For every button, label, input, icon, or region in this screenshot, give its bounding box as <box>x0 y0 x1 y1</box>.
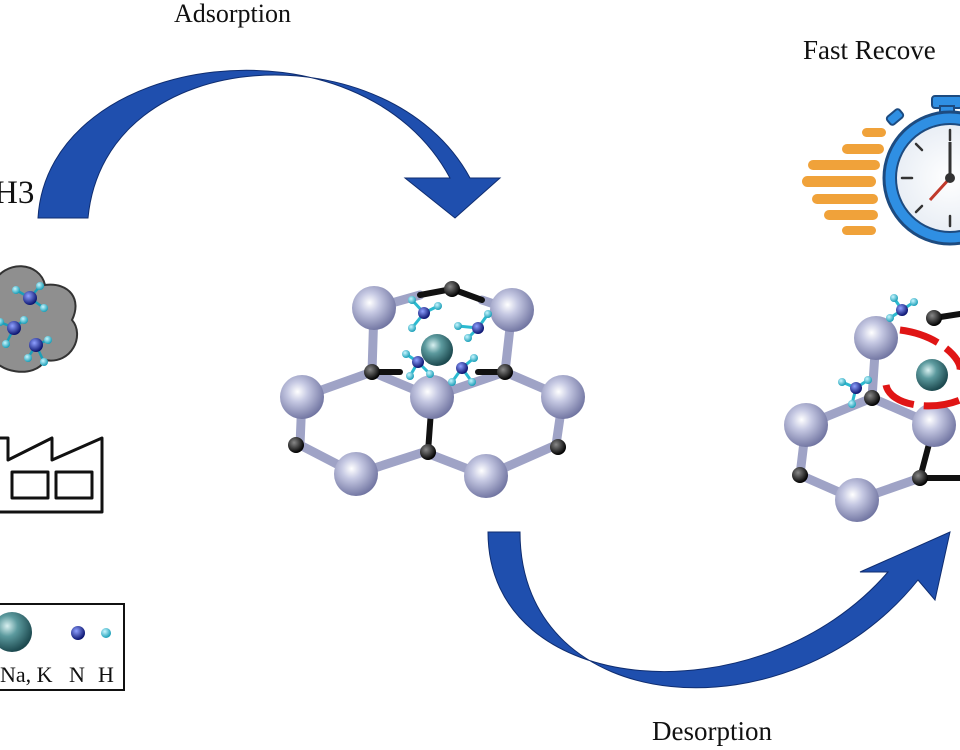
fast-recovery-label: Fast Recove <box>803 35 936 65</box>
legend-n-swatch <box>71 626 85 640</box>
right-structure <box>784 294 960 522</box>
adsorption-label: Adsorption <box>174 0 291 28</box>
gas-label: H3 <box>0 175 35 211</box>
factory-icon <box>0 436 104 514</box>
adsorption-arrow <box>37 69 502 219</box>
legend-metal-swatch <box>0 612 32 652</box>
legend-h-swatch <box>101 628 111 638</box>
desorption-label: Desorption <box>652 716 772 746</box>
desorption-arrow <box>487 531 951 689</box>
legend-metal-label: Na, K <box>0 662 53 687</box>
legend-n-label: N <box>69 662 85 687</box>
legend-h-label: H <box>98 662 114 687</box>
legend-box <box>0 603 125 691</box>
gas-cloud-icon <box>0 265 78 373</box>
center-structure <box>280 281 585 498</box>
stopwatch-icon <box>802 95 960 246</box>
